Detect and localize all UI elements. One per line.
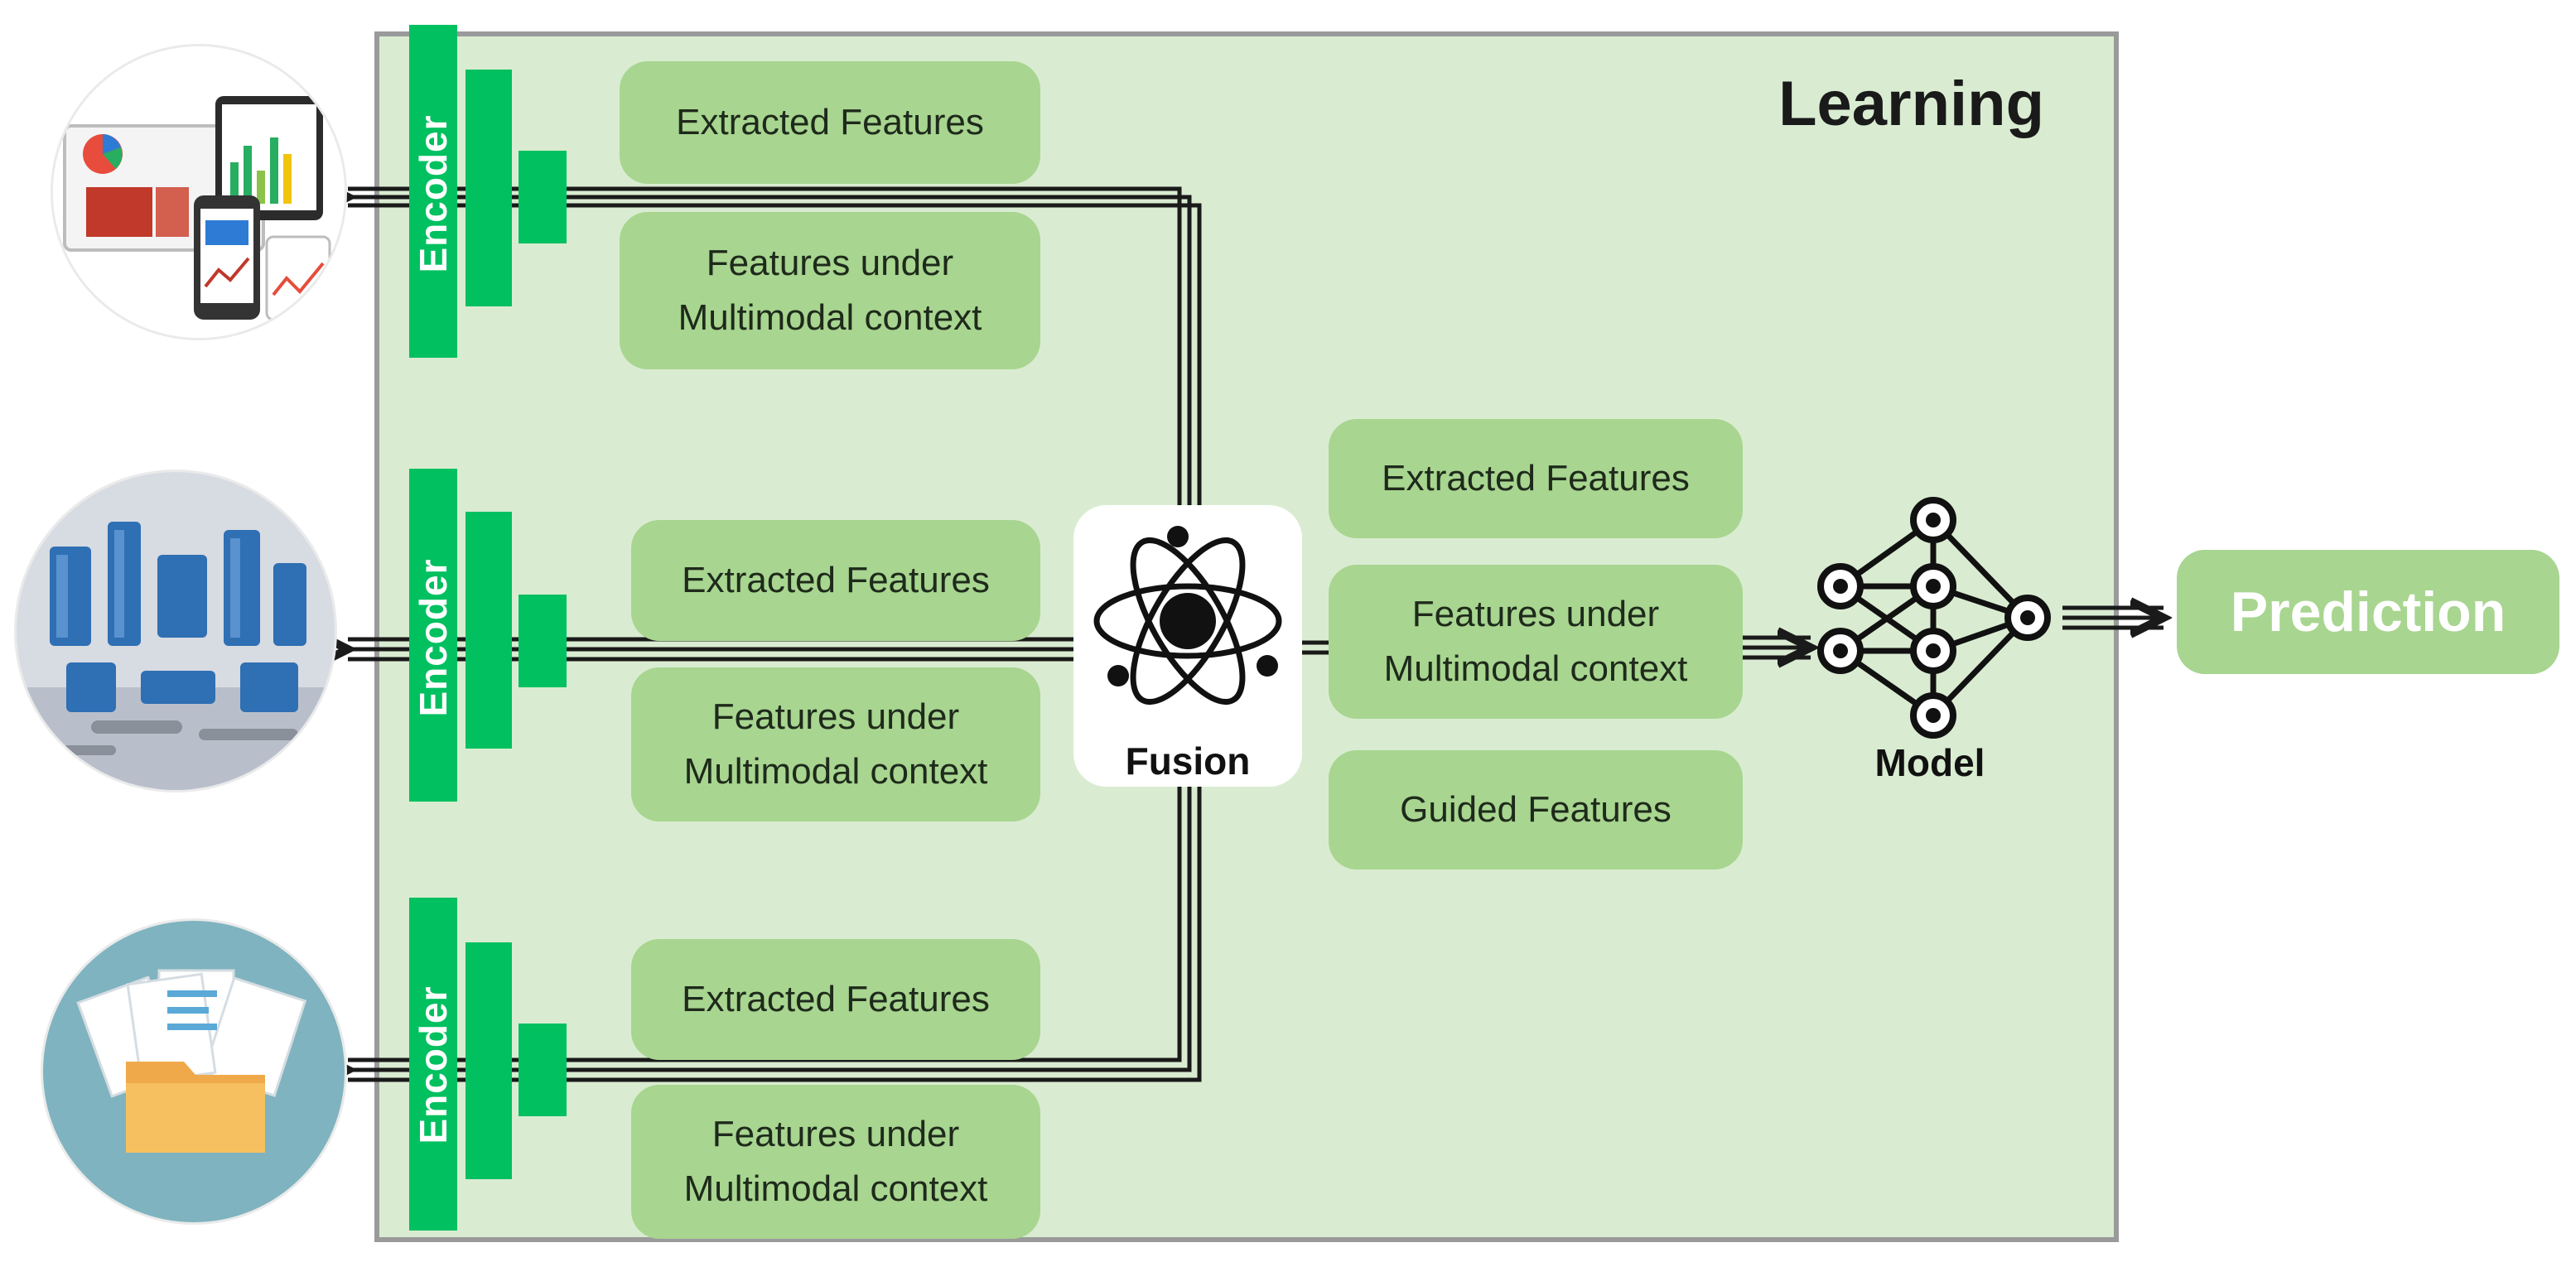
fused-extracted-features-box: Extracted Features bbox=[1329, 419, 1743, 538]
dashboard-devices-icon bbox=[53, 46, 345, 338]
multimodal-features-box: Features under Multimodal context bbox=[631, 667, 1040, 821]
fusion-label: Fusion bbox=[1125, 739, 1251, 783]
extracted-features-box: Extracted Features bbox=[631, 520, 1040, 641]
encoder-layer-2 bbox=[466, 942, 512, 1179]
learning-title: Learning bbox=[1778, 69, 2044, 139]
multimodal-features-box: Features under Multimodal context bbox=[620, 212, 1040, 369]
multimodal-features-box: Features under Multimodal context bbox=[631, 1085, 1040, 1239]
industrial-sensors-icon bbox=[17, 472, 335, 790]
guided-features-box: Guided Features bbox=[1329, 750, 1743, 869]
encoder-label: Encoder bbox=[412, 558, 455, 717]
prediction-box: Prediction bbox=[2177, 550, 2559, 674]
extracted-features-box: Extracted Features bbox=[620, 61, 1040, 184]
source-documents-image bbox=[43, 921, 345, 1222]
encoder-label: Encoder bbox=[412, 985, 455, 1144]
document-folder-icon bbox=[43, 921, 345, 1222]
encoder-label: Encoder bbox=[412, 114, 455, 273]
extracted-features-box: Extracted Features bbox=[631, 939, 1040, 1060]
neural-network-icon bbox=[1817, 497, 2051, 739]
encoder-layer-2 bbox=[466, 70, 512, 306]
model-label: Model bbox=[1874, 741, 1985, 784]
source-dashboard-image bbox=[53, 46, 345, 338]
encoder-bar bbox=[409, 898, 457, 1231]
source-sensors-image bbox=[17, 472, 335, 790]
fusion-node bbox=[1073, 505, 1302, 787]
fused-multimodal-features-box: Features under Multimodal context bbox=[1329, 565, 1743, 719]
encoder-bar bbox=[409, 469, 457, 802]
atom-icon bbox=[1093, 526, 1282, 706]
encoder-layer-3 bbox=[519, 151, 567, 243]
encoder-layer-3 bbox=[519, 1024, 567, 1116]
encoder-bar bbox=[409, 25, 457, 358]
encoder-layer-2 bbox=[466, 512, 512, 749]
encoder-layer-3 bbox=[519, 595, 567, 687]
